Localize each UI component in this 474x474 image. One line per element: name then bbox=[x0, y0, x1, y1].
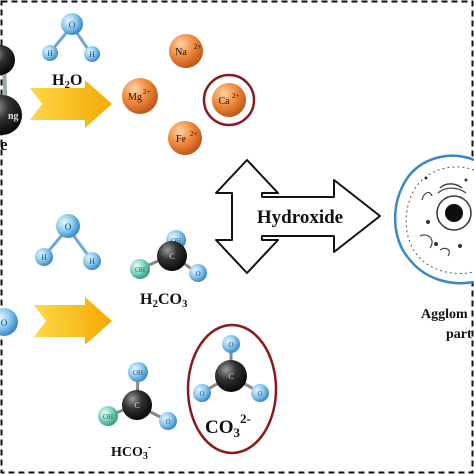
oxygen-atom bbox=[189, 264, 207, 282]
oh-atom bbox=[98, 406, 118, 426]
cut-label: e bbox=[0, 135, 8, 154]
oxygen-label: O bbox=[65, 222, 72, 232]
oxygen-label: O bbox=[257, 390, 262, 398]
oxygen-label: O bbox=[199, 390, 204, 398]
hydrogen-label: H bbox=[41, 253, 47, 262]
particle-label-line1: Agglom bbox=[421, 307, 468, 322]
cut-atom-label: O bbox=[1, 318, 8, 328]
co3-molecule: O O O C CO32- bbox=[186, 323, 278, 455]
co3-formula: CO32- bbox=[205, 411, 251, 440]
cation-charge: 2+ bbox=[232, 92, 240, 100]
particle-nucleus bbox=[445, 204, 463, 222]
hco3-molecule: OH OH O C HCO3- bbox=[98, 362, 177, 462]
particle-nucleus-ring bbox=[436, 195, 472, 231]
oxygen-label: O bbox=[165, 418, 170, 426]
oh-label: OH bbox=[103, 413, 113, 421]
cation-symbol: Fe bbox=[176, 134, 187, 145]
yellow-arrow-bottom bbox=[34, 297, 112, 345]
water-molecule-top: O H H H2O bbox=[42, 13, 100, 91]
hydroxide-label: Hydroxide bbox=[257, 207, 343, 228]
oh-atom bbox=[130, 259, 150, 279]
agglomerated-particle: Agglom part bbox=[394, 154, 474, 342]
cation-symbol: Mg bbox=[128, 92, 142, 103]
cation-mg: Mg 2+ bbox=[122, 78, 158, 114]
hydrogen-label: H bbox=[89, 50, 95, 59]
oh-label: OH bbox=[171, 237, 181, 245]
oxygen-atom bbox=[56, 214, 80, 238]
cation-charge: 2+ bbox=[194, 43, 202, 51]
carbon-atom bbox=[215, 360, 247, 392]
highlight-ring bbox=[186, 323, 278, 455]
cation-fe: Fe 2+ bbox=[168, 121, 202, 155]
hydrogen-label: H bbox=[47, 49, 53, 58]
oxygen-atom bbox=[61, 13, 83, 35]
carbon-atom bbox=[157, 241, 187, 271]
cut-atom-bottom bbox=[0, 95, 22, 135]
cation-charge: 2+ bbox=[190, 130, 198, 138]
particle-label-line2: part bbox=[446, 327, 472, 342]
cut-atom-text: ng bbox=[8, 111, 19, 122]
oxygen-atom bbox=[251, 384, 269, 402]
oxygen-label: O bbox=[228, 341, 233, 349]
particle-outline bbox=[394, 154, 474, 285]
carbon-label: C bbox=[169, 252, 174, 261]
hydrogen-atom bbox=[83, 252, 101, 270]
cut-atom-top bbox=[0, 45, 15, 75]
hydrogen-atom bbox=[42, 45, 58, 61]
h2co3-formula: H2CO3 bbox=[140, 291, 188, 310]
hco3-formula: HCO3- bbox=[111, 442, 151, 462]
left-cut-molecule: ng e bbox=[0, 45, 22, 154]
carbon-label: C bbox=[134, 401, 139, 410]
highlight-ring bbox=[202, 73, 256, 127]
yellow-arrow-top bbox=[30, 80, 112, 128]
oxygen-label: O bbox=[195, 270, 200, 278]
hydrogen-label: H bbox=[89, 257, 95, 266]
cation-na: Na 2+ bbox=[169, 34, 203, 68]
hydrogen-atom bbox=[35, 248, 53, 266]
oh-atom bbox=[128, 362, 148, 382]
carbon-label: C bbox=[228, 372, 233, 381]
oxygen-atom bbox=[222, 335, 240, 353]
oh-label: OH bbox=[133, 369, 143, 377]
cation-charge: 2+ bbox=[143, 88, 151, 96]
water-formula: H2O bbox=[52, 72, 82, 91]
oh-label: OH bbox=[135, 266, 145, 274]
oxygen-atom bbox=[193, 384, 211, 402]
hydrogen-atom bbox=[84, 46, 100, 62]
cation-symbol: Ca bbox=[218, 96, 230, 107]
cut-atom-bottom-left bbox=[0, 308, 18, 336]
carbon-atom bbox=[122, 390, 152, 420]
oxygen-atom bbox=[159, 412, 177, 430]
h2co3-molecule: OH OH O C H2CO3 bbox=[130, 230, 207, 310]
water-molecule-bottom: O H H bbox=[35, 214, 101, 270]
cation-symbol: Na bbox=[175, 47, 187, 58]
hydroxide-arrow bbox=[215, 159, 381, 274]
cation-ca: Ca 2+ bbox=[202, 73, 256, 127]
oxygen-label: O bbox=[69, 20, 76, 30]
